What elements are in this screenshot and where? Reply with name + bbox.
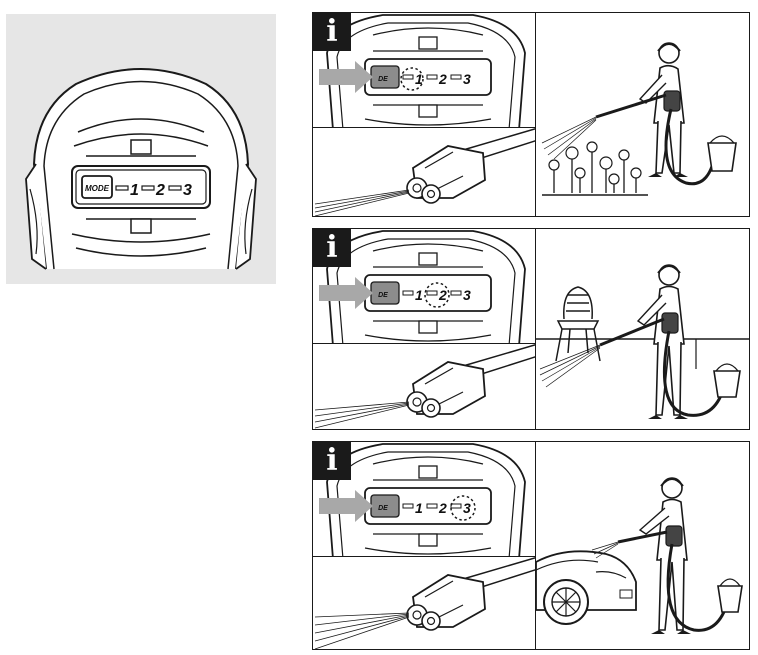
- step-3-selection-ring: [450, 495, 476, 521]
- step-2-position-1: 1: [415, 287, 423, 303]
- step-3-arrow-icon: [319, 490, 373, 522]
- step-2-mode-label: DE: [378, 292, 388, 299]
- position-2-label: 2: [155, 182, 165, 199]
- position-1-label: 1: [130, 182, 139, 199]
- step-2-nozzle-icon: [314, 344, 536, 429]
- step-3-control-closeup: DE 1 2 3 i: [312, 441, 537, 558]
- step-1-nozzle-icon: [314, 128, 536, 216]
- mode-selector-illustration: MODE 1 2 3: [25, 68, 257, 270]
- step-2-info-icon: i: [313, 229, 351, 267]
- step-1-arrow-icon: [319, 61, 373, 93]
- step-3-info-icon: i: [313, 442, 351, 480]
- step-1-info-icon: i: [313, 13, 351, 51]
- step-3-position-3: 3: [463, 500, 471, 516]
- step-1-position-3: 3: [463, 71, 471, 87]
- step-3-nozzle-closeup: [312, 556, 537, 650]
- step-2-position-3: 3: [463, 287, 471, 303]
- step-1-nozzle-closeup: [312, 127, 537, 217]
- step-2-position-2: 2: [438, 287, 447, 303]
- step-3-position-2: 2: [438, 500, 447, 516]
- position-3-label: 3: [183, 182, 192, 199]
- overview-panel: MODE 1 2 3: [6, 14, 276, 284]
- chair-icon: [555, 286, 601, 362]
- step-1-position-1: 1: [415, 71, 423, 87]
- step-2-selection-ring: [424, 282, 450, 308]
- step-1-selection-ring: [400, 67, 424, 91]
- step-1-control-closeup: DE 1 2 3 i: [312, 12, 537, 129]
- step-3-nozzle-icon: [314, 557, 536, 649]
- mode-button-label: MODE: [85, 184, 110, 193]
- step-3-position-1: 1: [415, 500, 423, 516]
- car-icon: [536, 550, 637, 625]
- step-1-scene-flower-bed: [535, 12, 750, 217]
- step-2-scene-garden-chair: [535, 228, 750, 430]
- step-3-mode-label: DE: [378, 505, 388, 512]
- step-2-control-closeup: DE 1 2 3 i: [312, 228, 537, 345]
- step-1-position-2: 2: [438, 71, 447, 87]
- flowers-icon: [548, 141, 642, 185]
- step-2-arrow-icon: [319, 277, 373, 309]
- step-3-scene-car: [535, 441, 750, 650]
- step-2-nozzle-closeup: [312, 343, 537, 430]
- step-1-mode-label: DE: [378, 76, 388, 83]
